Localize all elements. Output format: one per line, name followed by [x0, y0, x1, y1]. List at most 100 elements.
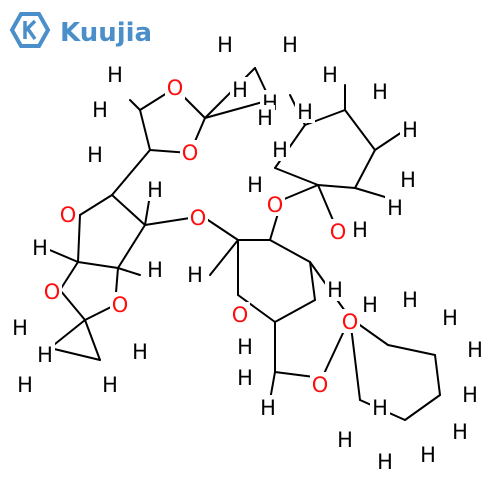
- hydrogen-atom-label: H: [147, 178, 163, 202]
- bond-line: [59, 261, 79, 291]
- oxygen-label-bg: [42, 279, 62, 303]
- hydrogen-label-bg: [295, 99, 315, 123]
- oxygen-label-bg: [265, 192, 285, 216]
- hydrogen-label-bg: [385, 195, 405, 219]
- oxygen-atom-label: O: [167, 76, 184, 100]
- hydrogen-label-bg: [90, 97, 110, 121]
- hydrogen-atom-label: H: [337, 428, 353, 452]
- bond-line: [204, 217, 239, 241]
- bond-line: [404, 394, 441, 421]
- oxygen-atom-label: O: [44, 280, 61, 304]
- hydrogen-atom-label: H: [217, 33, 233, 57]
- hydrogen-label-bg: [145, 177, 165, 201]
- hydrogen-label-bg: [465, 337, 485, 361]
- hydrogen-atom-label: H: [237, 335, 253, 359]
- hydrogen-label-bg: [400, 117, 420, 141]
- oxygen-label-bg: [58, 202, 78, 226]
- hydrogen-label-bg: [235, 365, 255, 389]
- hydrogen-label-bg: [375, 449, 395, 473]
- oxygen-atom-label: O: [112, 293, 129, 317]
- bond-line: [77, 261, 119, 269]
- oxygen-atom-label: O: [182, 141, 199, 165]
- oxygen-label-bg: [328, 219, 348, 243]
- hydrogen-label-bg: [400, 287, 420, 311]
- bond-line: [309, 261, 316, 301]
- hydrogen-atom-label: H: [420, 443, 436, 467]
- bond-line: [269, 239, 311, 263]
- hydrogen-atom-label: H: [462, 383, 478, 407]
- hydrogen-label-bg: [418, 442, 438, 466]
- bond-line: [144, 217, 191, 226]
- hydrogen-label-bg: [245, 172, 265, 196]
- hydrogen-label-bg: [370, 79, 390, 103]
- brand-logo: Kuujia: [9, 12, 152, 48]
- bond-line: [79, 194, 113, 216]
- bond-line: [139, 109, 151, 151]
- oxygen-label-bg: [110, 292, 130, 316]
- hydrogen-atom-label: H: [107, 63, 123, 87]
- hydrogen-atom-label: H: [387, 196, 403, 220]
- oxygen-label-bg: [340, 309, 360, 333]
- hydrogen-label-bg: [255, 105, 275, 129]
- hydrogen-atom-label: H: [377, 450, 393, 474]
- bond-line: [204, 99, 271, 119]
- hydrogen-label-bg: [320, 62, 340, 86]
- hydrogen-label-bg: [460, 382, 480, 406]
- hydrogen-label-bg: [85, 142, 105, 166]
- hydrogen-label-bg: [145, 257, 165, 281]
- bond-line: [44, 247, 79, 263]
- hydrogen-atom-label: H: [297, 100, 313, 124]
- hydrogen-atom-label: H: [132, 340, 148, 364]
- hydrogen-atom-label: H: [282, 33, 298, 57]
- bond-line: [111, 194, 146, 226]
- bond-line: [387, 344, 436, 356]
- bond-line: [274, 299, 316, 323]
- bond-line: [209, 239, 239, 276]
- oxygen-label-bg: [310, 372, 330, 396]
- hydrogen-label-bg: [35, 342, 55, 366]
- hydrogen-atom-label: H: [400, 168, 416, 192]
- hydrogen-atom-label: H: [247, 173, 263, 197]
- hydrogen-atom-label: H: [32, 236, 48, 260]
- hydrogen-label-bg: [280, 32, 300, 56]
- k-hexagon-logo-icon: [9, 12, 51, 48]
- bond-line: [274, 167, 319, 186]
- hydrogen-atom-label: H: [17, 373, 33, 397]
- hydrogen-label-bg: [335, 427, 355, 451]
- hydrogen-atom-label: H: [362, 293, 378, 317]
- bond-line: [354, 149, 376, 189]
- oxygen-label-bg: [230, 302, 250, 326]
- hydrogen-atom-label: H: [147, 258, 163, 282]
- hydrogen-atom-label: H: [272, 138, 288, 162]
- hydrogen-atom-label: H: [37, 343, 53, 367]
- hydrogen-atom-label: H: [352, 218, 368, 242]
- bond-line: [59, 289, 86, 321]
- oxygen-atom-label: O: [60, 203, 77, 227]
- hydrogen-label-bg: [350, 217, 370, 241]
- hydrogen-atom-label: H: [372, 80, 388, 104]
- hydrogen-label-bg: [370, 395, 390, 419]
- hydrogen-label-bg: [360, 292, 380, 316]
- oxygen-atom-label: O: [232, 303, 249, 327]
- bond-line: [129, 99, 141, 111]
- hydrogen-label-bg: [100, 372, 120, 396]
- oxygen-atom-label: O: [342, 310, 359, 334]
- bond-line: [49, 347, 101, 361]
- oxygen-label-bg: [188, 205, 208, 229]
- oxygen-atom-label: O: [312, 373, 329, 397]
- hydrogen-label-bg: [270, 137, 290, 161]
- oxygen-label-bg: [165, 75, 185, 99]
- hydrogen-atom-label: H: [12, 316, 28, 340]
- hydrogen-label-bg: [398, 167, 418, 191]
- hydrogen-atom-label: H: [442, 306, 458, 330]
- hydrogen-atom-label: H: [232, 78, 248, 102]
- hydrogen-atom-label: H: [102, 373, 118, 397]
- oxygen-atom-label: O: [190, 206, 207, 230]
- bond-line: [317, 184, 356, 189]
- hydrogen-atom-label: H: [402, 118, 418, 142]
- bond-line: [111, 149, 151, 196]
- hydrogen-label-bg: [235, 334, 255, 358]
- hydrogen-atom-label: H: [322, 63, 338, 87]
- hydrogen-label-bg: [215, 32, 235, 56]
